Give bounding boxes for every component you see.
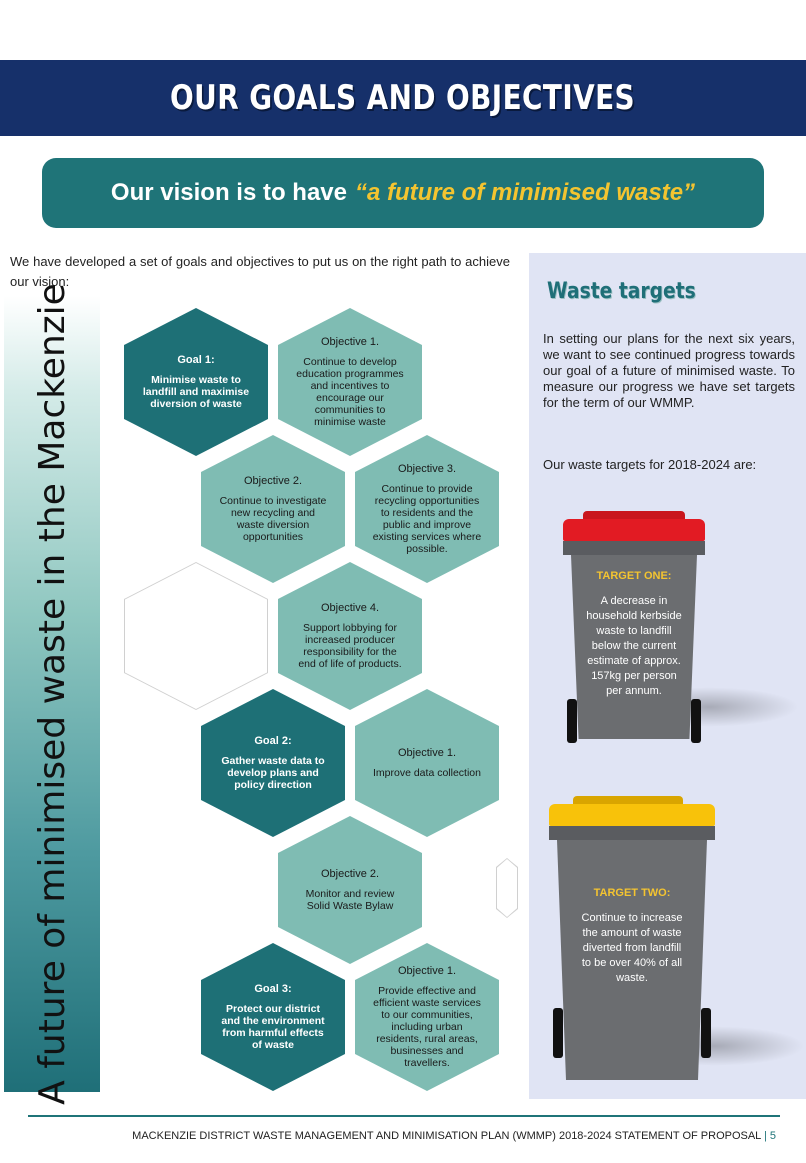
goal-3-body: Protect our district and the environment… — [221, 1003, 325, 1051]
bin-body — [571, 555, 697, 739]
footer-divider — [28, 1115, 780, 1117]
goal-2-title: Goal 2: — [254, 735, 292, 747]
red-lid-bin: TARGET ONE: A decrease in household kerb… — [559, 511, 799, 743]
waste-targets-panel: Waste targets In setting our plans for t… — [529, 253, 806, 1099]
target-one-body: A decrease in household kerbside waste t… — [586, 595, 682, 697]
waste-targets-intro: Our waste targets for 2018-2024 are: — [543, 457, 757, 472]
goal-2-body: Gather waste data to develop plans and p… — [221, 755, 325, 791]
goal-1-body: Minimise waste to landfill and maximise … — [142, 374, 250, 410]
bin-lid-handle — [573, 796, 683, 806]
goal-3-objective-1-hex: Objective 1. Provide effective and effic… — [355, 943, 499, 1091]
objective-body: Continue to provide recycling opportunit… — [372, 483, 482, 555]
objective-body: Continue to investigate new recycling an… — [219, 495, 327, 543]
intro-paragraph: We have developed a set of goals and obj… — [10, 254, 510, 289]
waste-targets-title: Waste targets — [547, 279, 696, 304]
waste-targets-text: In setting our plans for the next six ye… — [543, 331, 795, 410]
empty-hex-inner — [125, 563, 267, 709]
bin-body — [557, 840, 707, 1080]
objective-title: Objective 1. — [397, 965, 457, 977]
objective-body: Monitor and review Solid Waste Bylaw — [305, 888, 395, 912]
vertical-tagline: A future of minimised waste in the Macke… — [31, 283, 73, 1105]
objective-body: Continue to develop education programmes… — [296, 356, 404, 428]
objective-title: Objective 2. — [243, 475, 303, 487]
bin-wheel-right — [691, 699, 701, 743]
header-banner: OUR GOALS AND OBJECTIVES — [0, 60, 806, 136]
footer-text: MACKENZIE DISTRICT WASTE MANAGEMENT AND … — [132, 1130, 761, 1142]
goal-3-hex: Goal 3: Protect our district and the env… — [201, 943, 345, 1091]
goal-2-hex: Goal 2: Gather waste data to develop pla… — [201, 689, 345, 837]
goal-2-objective-1-hex: Objective 1. Improve data collection — [355, 689, 499, 837]
yellow-lid-bin: TARGET TWO: Continue to increase the amo… — [545, 796, 805, 1086]
goal-1-title: Goal 1: — [177, 354, 215, 366]
bin-wheel-left — [567, 699, 577, 743]
page-title: OUR GOALS AND OBJECTIVES — [170, 78, 636, 118]
objective-title: Objective 1. — [320, 336, 380, 348]
target-two-title: TARGET TWO: — [593, 887, 671, 899]
bin-wheel-right — [701, 1008, 711, 1058]
bin-lid — [549, 804, 715, 826]
goal-1-objective-1-hex: Objective 1. Continue to develop educati… — [278, 308, 422, 456]
bin-lid — [563, 519, 705, 541]
vertical-gradient-bar — [4, 296, 100, 1092]
objective-title: Objective 1. — [397, 747, 457, 759]
objective-body: Improve data collection — [373, 767, 481, 779]
small-outline-hex-inner — [497, 859, 517, 917]
objective-body: Provide effective and efficient waste se… — [373, 985, 481, 1069]
objective-body: Support lobbying for increased producer … — [298, 622, 402, 670]
objective-title: Objective 2. — [320, 868, 380, 880]
small-outline-hex — [496, 858, 518, 918]
goal-3-title: Goal 3: — [254, 983, 292, 995]
vision-lead: Our vision is to have — [110, 179, 347, 206]
goal-1-objective-4-hex: Objective 4. Support lobbying for increa… — [278, 562, 422, 710]
goal-1-hex: Goal 1: Minimise waste to landfill and m… — [124, 308, 268, 456]
target-one-label: TARGET ONE: A decrease in household kerb… — [583, 569, 685, 699]
goal-2-objective-2-hex: Objective 2. Monitor and review Solid Wa… — [278, 816, 422, 964]
bin-rim — [549, 826, 715, 840]
target-one-title: TARGET ONE: — [596, 570, 672, 582]
target-two-body: Continue to increase the amount of waste… — [581, 912, 683, 984]
bin-lid-handle — [583, 511, 685, 521]
empty-hex — [124, 562, 268, 710]
objective-title: Objective 4. — [320, 602, 380, 614]
objective-title: Objective 3. — [397, 463, 457, 475]
vision-banner: Our vision is to have “a future of minim… — [42, 158, 764, 228]
vision-quote: “a future of minimised waste” — [354, 179, 696, 206]
goal-1-objective-2-hex: Objective 2. Continue to investigate new… — [201, 435, 345, 583]
page-footer: MACKENZIE DISTRICT WASTE MANAGEMENT AND … — [28, 1130, 776, 1142]
target-two-label: TARGET TWO: Continue to increase the amo… — [577, 886, 687, 986]
page-number: | 5 — [763, 1130, 776, 1142]
bin-rim — [563, 541, 705, 555]
bin-wheel-left — [553, 1008, 563, 1058]
goal-1-objective-3-hex: Objective 3. Continue to provide recycli… — [355, 435, 499, 583]
